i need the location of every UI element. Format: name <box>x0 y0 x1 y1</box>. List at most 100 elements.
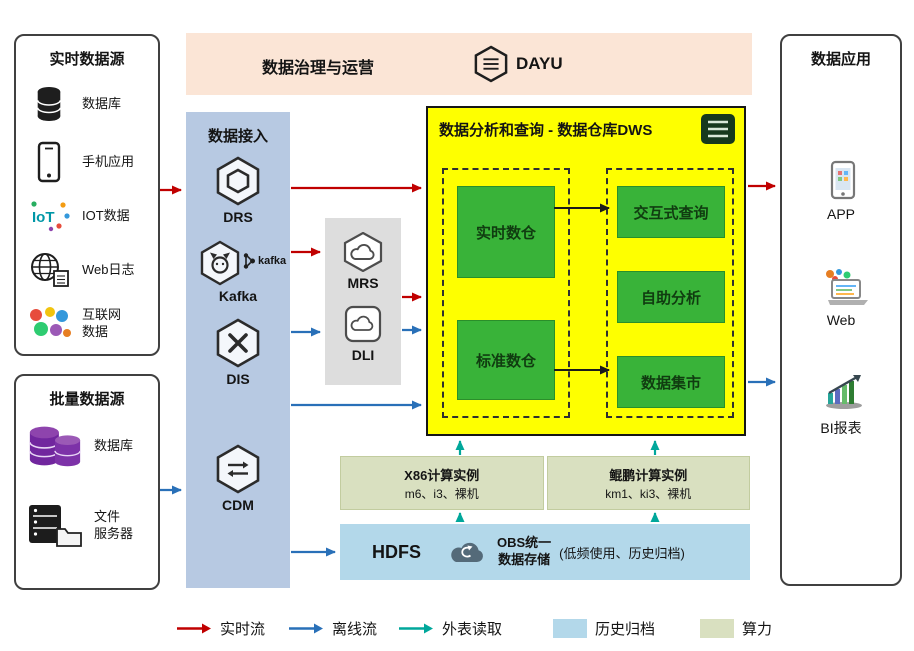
warehouse-group: 实时数仓 标准数仓 <box>442 168 570 418</box>
kafka-wordmark: kafka <box>242 252 286 270</box>
batch-sources-title: 批量数据源 <box>49 391 125 408</box>
kunpeng-compute-cell: 鲲鹏计算实例 km1、ki3、裸机 <box>546 456 750 510</box>
legend-history-archive: 历史归档 <box>553 617 655 639</box>
dli-icon <box>344 305 382 343</box>
legend-external-read: 外表读取 <box>398 617 502 639</box>
list-item: 数据库 <box>24 80 154 128</box>
kafka-logo-icon <box>243 253 255 269</box>
app-icon <box>830 160 856 200</box>
archive-swatch <box>553 618 587 638</box>
hdfs-label: HDFS <box>372 541 421 562</box>
source-label-line2: 服务器 <box>94 526 134 541</box>
self-service-analysis-box: 自助分析 <box>617 271 725 323</box>
list-item: 数据库 <box>24 418 154 474</box>
legend-compute-power: 算力 <box>700 617 772 639</box>
legend-label: 外表读取 <box>442 620 503 638</box>
red-arrow-icon <box>177 623 211 633</box>
app-label: APP <box>826 206 855 222</box>
interactive-query-box: 交互式查询 <box>617 186 725 238</box>
realtime-sources-panel: 实时数据源 数据库 手机应用 <box>14 34 160 356</box>
source-label-line2: 数据 <box>82 324 109 339</box>
cdm-icon <box>216 444 260 494</box>
list-item: 互联网数据 <box>24 300 154 348</box>
list-item: IoT IOT数据 <box>24 192 154 240</box>
source-label: IOT数据 <box>82 207 130 223</box>
source-label: 数据库 <box>94 437 134 453</box>
applications-panel: 数据应用 APP Web <box>780 34 902 586</box>
list-item: 文件服务器 <box>24 498 154 554</box>
database-icon <box>24 84 74 124</box>
legend-label: 历史归档 <box>595 620 656 638</box>
dli-label: DLI <box>351 347 375 363</box>
mrs-label: MRS <box>347 275 379 291</box>
compute-swatch <box>700 618 734 638</box>
services-group: 交互式查询 自助分析 数据集市 <box>606 168 734 418</box>
file-server-icon <box>24 503 86 549</box>
storage-note: (低频使用、历史归档) <box>559 545 685 561</box>
dis-icon <box>216 318 260 368</box>
dis-label: DIS <box>226 371 250 387</box>
dayu-logo-text: DAYU <box>516 54 563 73</box>
cdm-label: CDM <box>222 497 254 513</box>
source-label-line1: 文件 <box>94 509 121 525</box>
kafka-wordmark-text: kafka <box>258 255 287 267</box>
drs-icon <box>216 156 260 206</box>
mrs-icon <box>343 232 383 272</box>
legend-realtime-flow: 实时流 <box>176 617 265 639</box>
ingestion-panel: 数据接入 DRS kafka Kafka <box>186 112 290 588</box>
bi-label: BI报表 <box>820 420 862 436</box>
web-label: Web <box>826 312 856 328</box>
obs-cloud-icon <box>451 542 483 562</box>
source-label: Web日志 <box>82 261 135 277</box>
phone-icon <box>24 141 74 183</box>
source-label: 互联网数据 <box>82 307 121 341</box>
teal-arrow-icon <box>399 623 433 633</box>
governance-banner: 数据治理与运营 DAYU <box>186 33 752 95</box>
legend-offline-flow: 离线流 <box>288 617 377 639</box>
source-label: 文件服务器 <box>94 509 133 543</box>
data-mart-box: 数据集市 <box>617 356 725 408</box>
obs-label-line1: OBS统一 <box>497 535 552 551</box>
iot-icon: IoT <box>24 198 74 234</box>
list-item: 手机应用 <box>24 138 154 186</box>
source-label: 数据库 <box>82 95 122 111</box>
list-item: Web日志 <box>24 246 154 294</box>
obs-label-line2: 数据存储 <box>498 552 551 567</box>
bi-icon <box>826 375 862 409</box>
source-label: 手机应用 <box>82 153 135 169</box>
kafka-icon <box>200 240 240 286</box>
kafka-label: Kafka <box>218 288 258 304</box>
purple-database-icon <box>24 422 86 470</box>
dayu-logo: DAYU <box>474 44 563 84</box>
compute-subtitle: km1、ki3、裸机 <box>605 486 692 501</box>
compute-title: X86计算实例 <box>404 467 480 483</box>
ingestion-title: 数据接入 <box>207 128 268 145</box>
dws-panel: 数据分析和查询 - 数据仓库DWS 实时数仓 标准数仓 交互式查询 自助分析 数… <box>426 106 746 436</box>
blue-arrow-icon <box>289 623 323 633</box>
internet-data-icon <box>24 306 74 342</box>
dayu-icon <box>474 45 508 83</box>
web-log-icon <box>24 251 74 289</box>
batch-sources-panel: 批量数据源 数据库 <box>14 374 160 590</box>
legend-label: 算力 <box>742 620 773 638</box>
dws-icon <box>701 114 735 144</box>
drs-label: DRS <box>223 209 253 225</box>
legend-label: 实时流 <box>220 620 266 638</box>
legend-label: 离线流 <box>332 620 378 638</box>
governance-title: 数据治理与运营 <box>262 60 375 77</box>
processing-panel: MRS DLI <box>325 218 401 385</box>
compute-title: 鲲鹏计算实例 <box>609 467 688 483</box>
applications-title: 数据应用 <box>810 51 871 68</box>
compute-subtitle: m6、i3、裸机 <box>404 486 479 501</box>
svg-text:IoT: IoT <box>32 209 55 226</box>
realtime-warehouse-box: 实时数仓 <box>457 186 555 278</box>
compute-instances-bar: X86计算实例 m6、i3、裸机 鲲鹏计算实例 km1、ki3、裸机 <box>340 456 750 510</box>
realtime-sources-title: 实时数据源 <box>49 51 125 68</box>
standard-warehouse-box: 标准数仓 <box>457 320 555 400</box>
obs-label: OBS统一 数据存储 <box>497 535 551 569</box>
storage-bar: HDFS OBS统一 数据存储 (低频使用、历史归档) <box>340 524 750 580</box>
dws-title: 数据分析和查询 - 数据仓库DWS <box>439 122 653 139</box>
web-icon <box>826 269 868 305</box>
x86-compute-cell: X86计算实例 m6、i3、裸机 <box>340 456 544 510</box>
